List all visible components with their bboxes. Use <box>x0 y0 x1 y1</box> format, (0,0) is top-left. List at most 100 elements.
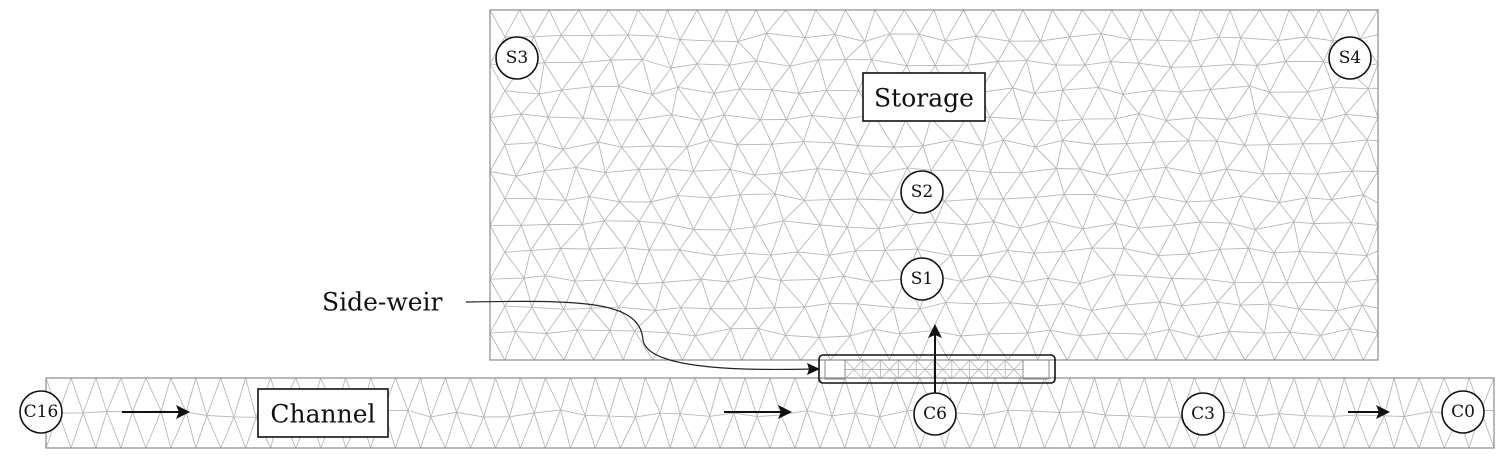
mesh-edge <box>1366 225 1379 256</box>
mesh-edge <box>591 59 612 87</box>
mesh-edge <box>1069 411 1084 449</box>
mesh-edge <box>651 86 678 95</box>
mesh-edge <box>680 307 711 310</box>
mesh-edge <box>489 171 517 177</box>
mesh-edge <box>696 63 715 94</box>
mesh-edge <box>1264 332 1275 361</box>
mesh-edge <box>954 412 984 416</box>
mesh-edge <box>907 145 924 169</box>
mesh-edge <box>547 89 563 118</box>
mesh-edge <box>1170 67 1182 93</box>
mesh-edge <box>1269 61 1286 93</box>
mesh-edge <box>819 275 844 280</box>
mesh-edge <box>1019 220 1049 229</box>
mesh-edge <box>1278 377 1295 414</box>
mesh-edge <box>965 198 978 225</box>
mesh-edge <box>1138 224 1175 229</box>
mesh-edge <box>755 33 767 61</box>
mesh-edge <box>967 169 991 173</box>
mesh-edge <box>1082 194 1096 229</box>
mesh-edge <box>960 255 982 282</box>
mesh-edge <box>456 412 471 449</box>
mesh-edge <box>543 35 562 63</box>
mesh-edge <box>989 275 1011 303</box>
mesh-edge <box>944 170 968 202</box>
mesh-edge <box>638 201 652 222</box>
mesh-edge <box>1200 221 1231 224</box>
side-weir-label: Side-weir <box>322 288 443 317</box>
mesh-edge <box>739 88 761 120</box>
mesh-edge <box>774 193 784 221</box>
mesh-edge <box>1007 409 1032 412</box>
mesh-edge <box>545 275 576 282</box>
mesh-edge <box>803 115 813 142</box>
mesh-edge <box>544 248 562 276</box>
mesh-edge <box>1278 173 1291 203</box>
mesh-edge <box>1007 228 1021 251</box>
mesh-edge <box>576 166 606 174</box>
mesh-edge <box>536 142 564 150</box>
mesh-edge <box>670 63 698 69</box>
mesh-edge <box>789 37 806 67</box>
mesh-edge <box>804 37 819 61</box>
mesh-edge <box>1010 302 1028 334</box>
mesh-edge <box>1362 194 1379 226</box>
mesh-edge <box>650 195 678 203</box>
mesh-edge <box>1034 93 1057 122</box>
mesh-edge <box>696 9 714 42</box>
mesh-edge <box>729 60 757 66</box>
mesh-edge <box>785 9 806 38</box>
mesh-edge <box>1240 37 1258 66</box>
mesh-edge <box>1186 201 1201 223</box>
mesh-edge <box>714 88 740 94</box>
mesh-edge <box>1140 166 1166 171</box>
mesh-edge <box>1113 248 1125 275</box>
mesh-edge <box>695 308 712 337</box>
mesh-edge <box>850 328 874 337</box>
mesh-edge <box>843 250 856 277</box>
mesh-edge <box>1226 168 1242 197</box>
mesh-edge <box>1333 416 1345 449</box>
mesh-edge <box>975 9 994 37</box>
mesh-edge <box>627 34 658 37</box>
mesh-edge <box>701 278 729 283</box>
mesh-edge <box>1154 377 1170 418</box>
mesh-edge <box>1056 118 1083 122</box>
mesh-edge <box>1356 377 1370 416</box>
mesh-edge <box>589 220 605 250</box>
mesh-edge <box>608 9 629 36</box>
mesh-edge <box>934 201 945 223</box>
mesh-edge <box>1165 120 1189 142</box>
mesh-edge <box>1196 117 1227 120</box>
storage-label: Storage <box>862 72 986 122</box>
mesh-edge <box>1334 414 1357 417</box>
mesh-edge <box>1210 168 1228 201</box>
mesh-edge <box>1050 329 1068 361</box>
mesh-edge <box>669 413 681 449</box>
mesh-edge <box>966 170 978 200</box>
mesh-edge <box>1233 412 1257 417</box>
mesh-edge <box>1079 144 1096 170</box>
mesh-edge <box>1079 274 1115 285</box>
mesh-edge <box>737 32 767 43</box>
mesh-edge <box>988 302 1011 335</box>
mesh-edge <box>1323 40 1334 62</box>
mesh-edge <box>990 172 1004 200</box>
mesh-edge <box>889 333 901 361</box>
mesh-edge <box>233 416 247 449</box>
mesh-edge <box>1124 200 1139 229</box>
mesh-edge <box>489 332 506 361</box>
mesh-edge <box>700 255 716 280</box>
mesh-edge <box>733 412 758 418</box>
mesh-edge <box>638 145 654 170</box>
mesh-edge <box>1307 86 1334 93</box>
mesh-edge <box>870 146 895 175</box>
mesh-edge <box>1027 329 1051 334</box>
mesh-edge <box>1306 174 1319 198</box>
mesh-edge <box>997 40 1010 62</box>
mesh-edge <box>754 174 776 195</box>
mesh-edge <box>693 170 711 199</box>
mesh-edge <box>521 113 549 118</box>
mesh-edge <box>771 89 787 120</box>
mesh-edge <box>729 144 738 170</box>
